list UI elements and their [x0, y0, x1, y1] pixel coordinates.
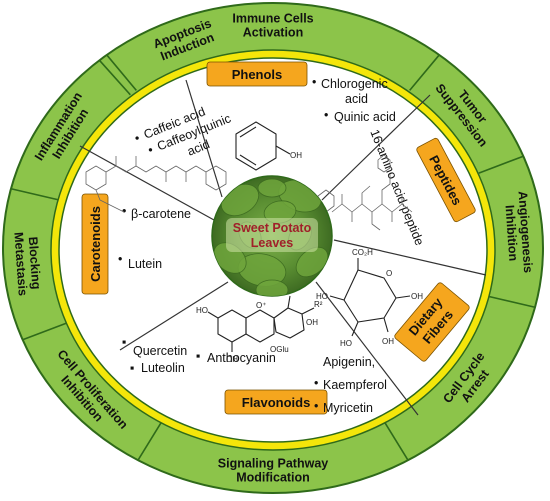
bullet: •	[324, 108, 328, 122]
flavonoids-label: Flavonoids	[242, 395, 311, 410]
peptide-molecule	[317, 154, 413, 231]
leaf-shape	[255, 279, 289, 296]
flavonoids-section: Flavonoids ▪ Quercetin ▪ Luteolin ▪ Anth…	[122, 286, 387, 415]
galacturonic-molecule: CO₂H O HO OH HO OH	[316, 248, 423, 348]
anth-ho-label: HO	[196, 306, 208, 315]
carotenoids-section: Carotenoids • β-carotene • Lutein	[81, 156, 227, 295]
bullet: ▪	[196, 349, 200, 363]
ring-label-line: Metastasis	[11, 232, 29, 297]
carotenoids-box	[81, 193, 109, 295]
ring-divider	[383, 420, 409, 461]
ring-label-line: Inhibition	[502, 204, 520, 261]
anthocyanin-text: Anthocyanin	[207, 351, 276, 365]
quercetin-text: Quercetin	[133, 344, 187, 358]
bullet: •	[314, 399, 318, 413]
beta-carotene-text: β-carotene	[131, 207, 191, 221]
ring-divider	[488, 295, 536, 309]
bullet: •	[132, 131, 141, 146]
ho-label-1: HO	[316, 292, 328, 301]
ring-divider	[106, 54, 137, 91]
flavonoids-box	[224, 389, 328, 415]
fibers-section: Dietary Fibers CO₂H O HO OH HO OH	[316, 248, 470, 362]
co2h-label: CO₂H	[352, 248, 373, 257]
peptides-box	[416, 137, 476, 223]
bullet: •	[122, 204, 126, 218]
center-image: Sweet Potato Leaves	[211, 175, 333, 297]
carotene-molecule	[85, 156, 227, 213]
quinic-acid-text: Quinic acid	[334, 110, 396, 124]
ring-divider	[409, 54, 440, 91]
ho-label-2: HO	[340, 339, 352, 348]
anthocyanin-molecule: HO O⁺ OGlu OH R¹ R² OH	[196, 286, 323, 364]
phenol-molecule: OH	[235, 121, 302, 171]
ring-label-line: Modification	[236, 471, 310, 485]
luteolin-text: Luteolin	[141, 361, 185, 375]
oh-label: OH	[290, 151, 302, 160]
anth-o-label: O⁺	[256, 301, 266, 310]
ring-label-line: Blocking	[26, 236, 44, 290]
ring-divider	[10, 187, 58, 201]
anth-oh2-label: OH	[226, 355, 238, 364]
chlorogenic-text: Chlorogenic	[321, 77, 388, 91]
bullet: •	[312, 75, 316, 89]
kaempferol-text: Kaempferol	[323, 378, 387, 392]
ring-label-line: Signaling Pathway	[218, 457, 328, 471]
phenols-box	[206, 61, 308, 87]
center-label-1: Sweet Potato	[233, 221, 312, 235]
inner-spokes	[79, 79, 487, 416]
carotenoids-label: Carotenoids	[88, 206, 103, 282]
bullet: ▪	[130, 361, 134, 375]
phenols-label: Phenols	[232, 67, 283, 82]
fibers-box	[394, 282, 470, 362]
ring-divider	[22, 322, 68, 341]
ring-o-label: O	[386, 269, 392, 278]
leaf-shape	[295, 246, 329, 278]
ring-dividers	[10, 54, 536, 461]
leaf-shape	[257, 178, 287, 198]
oh-label-1: OH	[411, 292, 423, 301]
anth-r2-label: R²	[314, 300, 323, 309]
chlorogenic-acid-text: acid	[345, 92, 368, 106]
ring-label-line: Angiogenesis	[516, 191, 536, 274]
ring-divider	[137, 420, 163, 461]
apigenin-text: Apigenin,	[323, 355, 375, 369]
ring-label-line: Immune Cells	[232, 12, 313, 26]
oh-label-2: OH	[382, 337, 394, 346]
ring-divider	[478, 155, 524, 174]
center-label-2: Leaves	[251, 236, 293, 250]
anth-oh-label: OH	[306, 318, 318, 327]
bullet: ▪	[122, 335, 126, 349]
ring-label-line: Activation	[243, 26, 303, 40]
myricetin-text: Myricetin	[323, 401, 373, 415]
bullet: •	[314, 376, 318, 390]
ring-divider	[98, 59, 131, 96]
center-label-backdrop	[226, 218, 318, 252]
anth-oglu-label: OGlu	[270, 345, 289, 354]
bullet: •	[146, 143, 155, 158]
lutein-text: Lutein	[128, 257, 162, 271]
bullet: •	[118, 252, 122, 266]
